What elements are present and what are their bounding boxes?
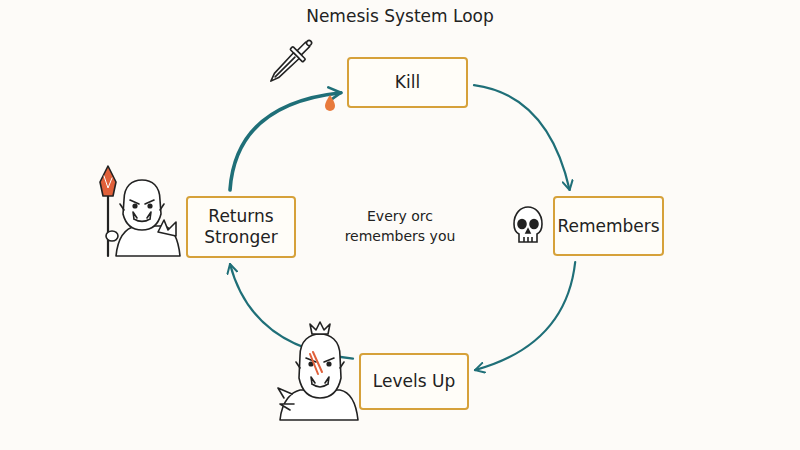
process-box: Kill (347, 57, 468, 108)
skull-icon (514, 207, 542, 242)
process-box: Returns Stronger (186, 196, 296, 258)
node-text-group: Returns Stronger (194, 206, 288, 248)
node-label: Levels Up (373, 371, 455, 392)
diagram-title: Nemesis System Loop (200, 6, 600, 26)
cycle-arrow (474, 85, 570, 190)
cycle-arrow (475, 262, 575, 370)
node-label: Returns Stronger (194, 206, 288, 248)
node-text-group: Remembers (557, 216, 659, 237)
center-note: Every orc remembers you (340, 206, 460, 246)
process-box: Levels Up (359, 353, 469, 410)
node-text-group: Kill (395, 72, 420, 93)
spear-orc-illustration (100, 166, 180, 256)
dagger-icon (265, 35, 335, 111)
node-label: Kill (395, 72, 420, 93)
node-text-group: Levels Up (373, 371, 455, 392)
node-label: Remembers (557, 216, 659, 237)
process-box: Remembers (553, 196, 664, 256)
crowned-orc-illustration (278, 322, 358, 420)
cycle-arrow (230, 93, 341, 190)
